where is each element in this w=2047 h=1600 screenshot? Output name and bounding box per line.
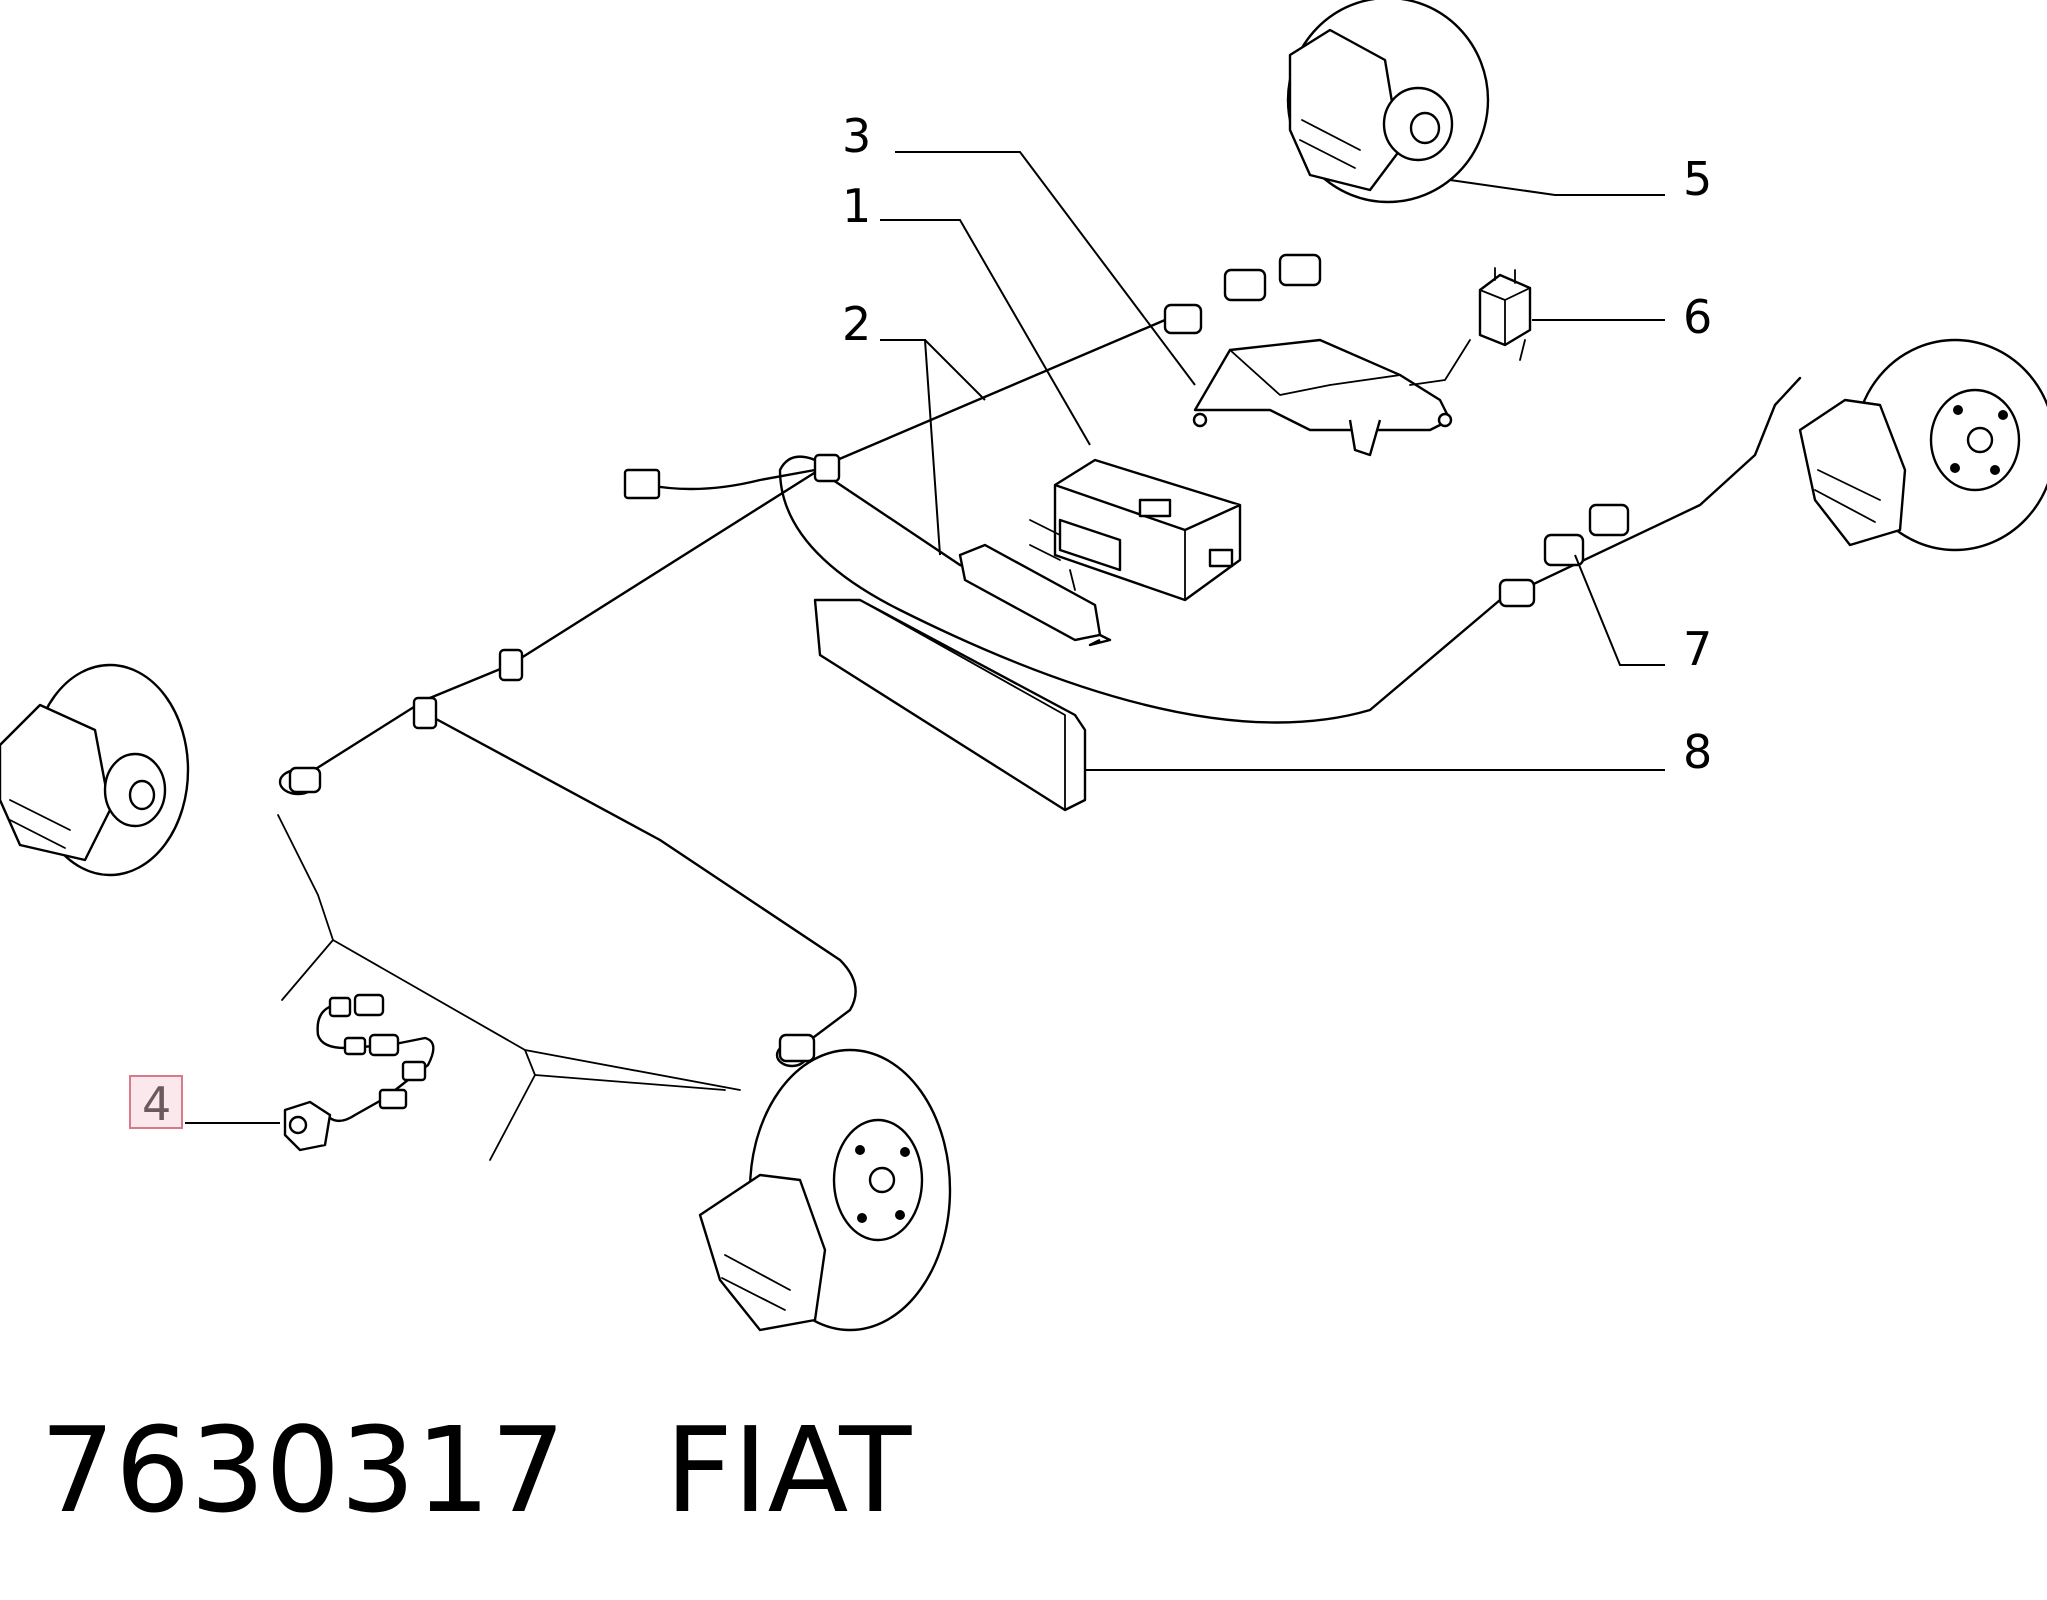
- harness-connector-block: [958, 543, 1112, 647]
- wheel-speed-sensor: [283, 993, 435, 1152]
- relay: [1409, 267, 1532, 386]
- brake-disc-front-right: [1286, 0, 1490, 204]
- callout-4[interactable]: 4: [142, 1077, 171, 1131]
- brake-disc-rear-left: [698, 1048, 952, 1332]
- cover-plate: [813, 598, 1087, 812]
- part-caption: 7630317 FIAT: [40, 1405, 911, 1535]
- callout-8[interactable]: 8: [1683, 725, 1712, 779]
- callout-4-highlight: [129, 1075, 183, 1129]
- mounting-bracket: [1192, 338, 1453, 457]
- main-wiring-harness: [278, 253, 1802, 1068]
- callout-6[interactable]: 6: [1683, 290, 1712, 344]
- callout-2[interactable]: 2: [842, 297, 871, 351]
- callout-5[interactable]: 5: [1683, 152, 1712, 206]
- callout-3[interactable]: 3: [842, 109, 871, 163]
- callout-1[interactable]: 1: [842, 179, 871, 233]
- callout-7[interactable]: 7: [1683, 622, 1712, 676]
- brake-disc-rear-right: [1798, 338, 2047, 552]
- leader-lines: [185, 151, 1665, 1124]
- abs-control-unit: [1029, 458, 1242, 602]
- grouping-brackets: [277, 814, 741, 1161]
- brand-name: FIAT: [664, 1401, 912, 1539]
- part-number: 7630317: [40, 1401, 566, 1539]
- brake-disc-front-left: [0, 663, 190, 877]
